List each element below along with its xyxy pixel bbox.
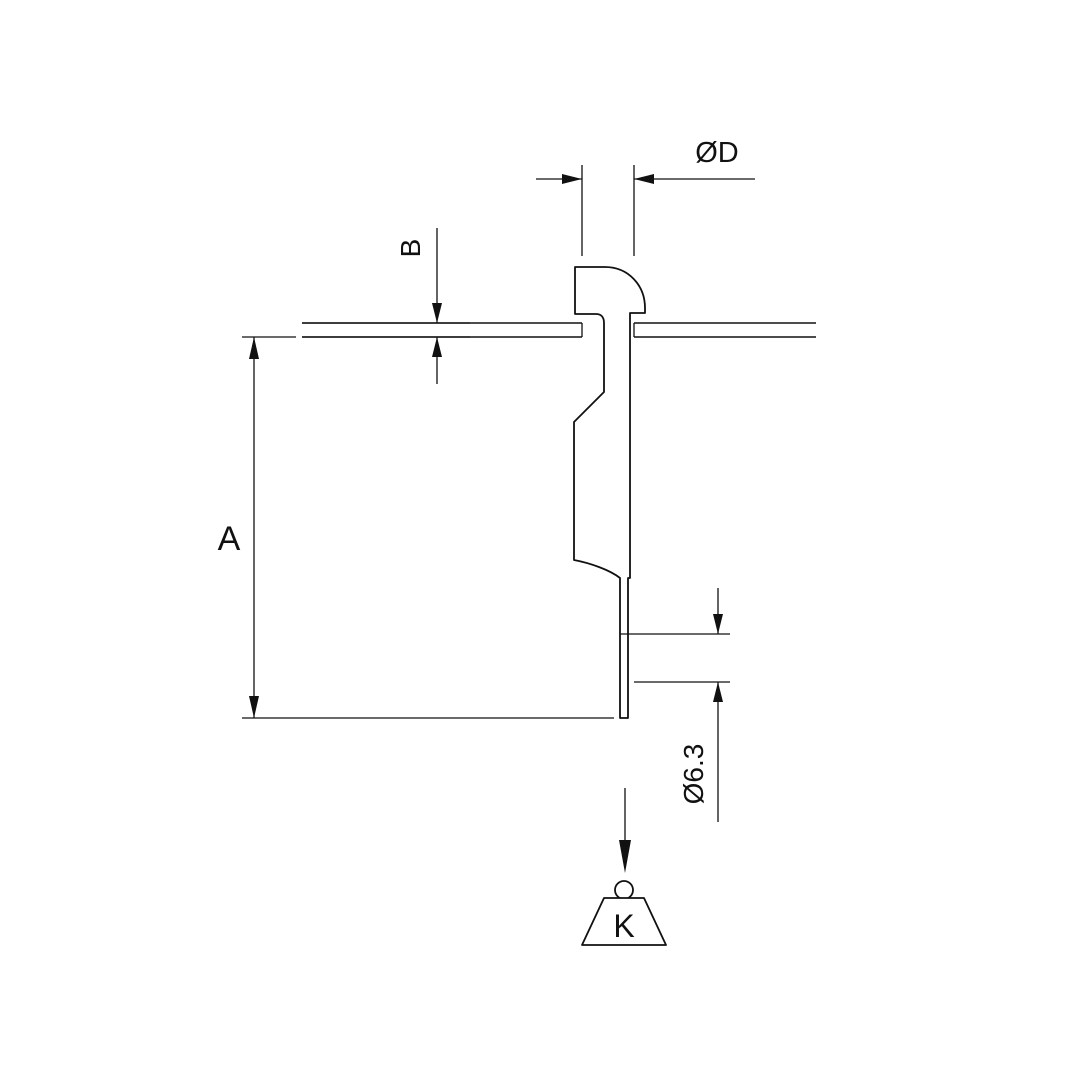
label-dimension-b: B bbox=[395, 239, 426, 258]
arrow-down-b bbox=[432, 303, 442, 323]
weight-icon: K bbox=[581, 880, 667, 946]
label-diameter-d: ØD bbox=[695, 137, 739, 169]
arrow-up-a bbox=[249, 337, 259, 359]
arrow-down-hole bbox=[713, 614, 723, 634]
arrow-down-a bbox=[249, 696, 259, 718]
arrow-right-d bbox=[562, 174, 582, 184]
dimension-hole-63: Ø6.3 bbox=[620, 588, 730, 822]
label-diameter-63: Ø6.3 bbox=[678, 744, 709, 805]
arrow-up-b bbox=[432, 337, 442, 357]
arrow-left-d bbox=[634, 174, 654, 184]
label-dimension-a: A bbox=[218, 520, 241, 558]
mounting-plate bbox=[302, 322, 816, 338]
dimension-b: B bbox=[302, 228, 470, 384]
dimension-d: ØD bbox=[536, 137, 755, 256]
arrow-up-hole bbox=[713, 682, 723, 702]
load-arrow bbox=[619, 788, 631, 873]
label-weight-k: K bbox=[613, 908, 634, 944]
hanger-clip bbox=[573, 266, 646, 719]
dimension-a: A bbox=[218, 336, 614, 719]
